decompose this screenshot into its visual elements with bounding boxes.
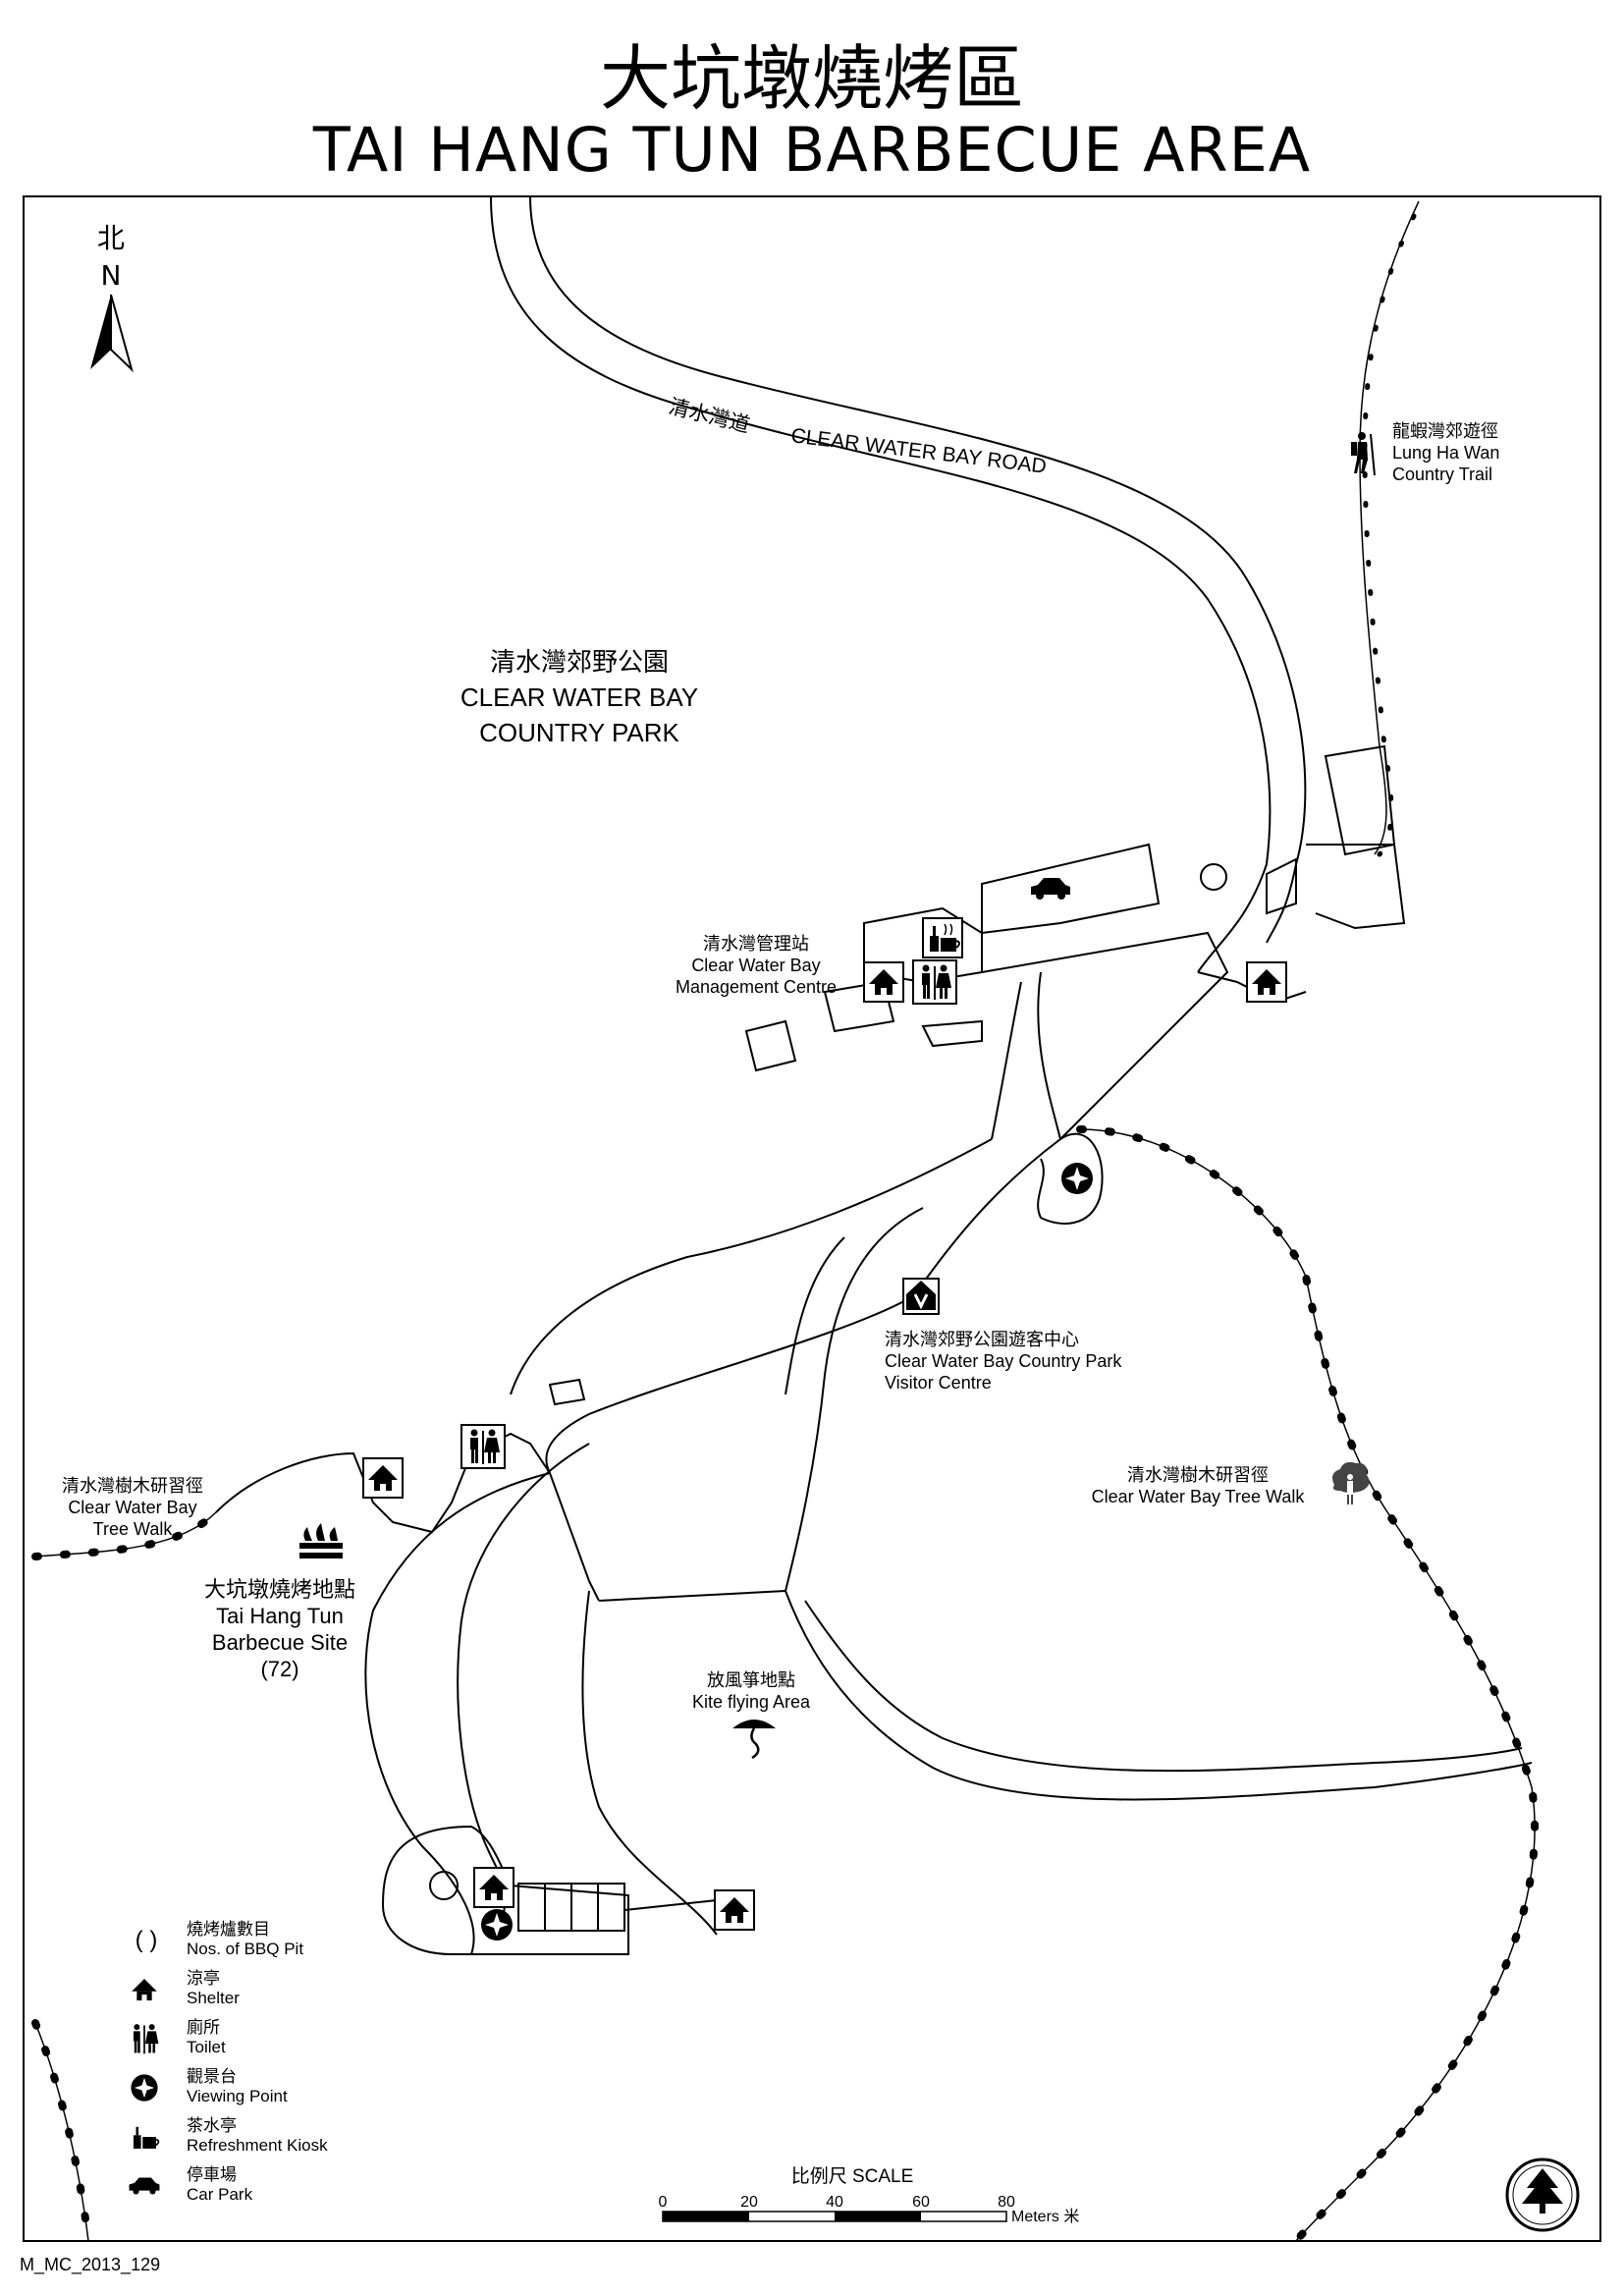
bbq-label-count: (72)	[260, 1657, 299, 1681]
shelter-icon	[714, 1889, 755, 1931]
bbq-label-en1: Tai Hang Tun	[216, 1604, 344, 1628]
legend-label-cn: 觀景台	[187, 2067, 237, 2086]
legend-label-en: Nos. of BBQ Pit	[187, 1940, 304, 1958]
park-label-en1: CLEAR WATER BAY	[460, 683, 699, 712]
afcd-logo-icon	[1505, 2158, 1580, 2232]
road-label-cn: 清水灣道	[667, 396, 752, 438]
park-label: 清水灣郊野公園 CLEAR WATER BAY COUNTRY PARK	[412, 644, 746, 750]
tree-walk-trail	[31, 1125, 1540, 2245]
tree-walk-left-label: 清水灣樹木研習徑 Clear Water Bay Tree Walk	[29, 1475, 236, 1540]
viewing-point-icon	[481, 1909, 513, 1941]
scale-bar: 0 20 40 60 80 Meters 米 比例尺 SCALE	[659, 2165, 1080, 2225]
north-arrow-icon: 北 N	[90, 222, 134, 373]
kite-icon	[731, 1718, 778, 1760]
visitor-centre-icon	[901, 1277, 941, 1316]
map-code: M_MC_2013_129	[20, 2255, 161, 2274]
kite-label-en: Kite flying Area	[691, 1692, 811, 1712]
viewing-point-icon	[1061, 1163, 1093, 1194]
legend-label-en: Toilet	[187, 2038, 226, 2056]
tree-walk-right-label: 清水灣樹木研習徑 Clear Water Bay Tree Walk	[1070, 1464, 1326, 1507]
toilet-icon	[460, 1424, 506, 1469]
footpaths	[364, 931, 1533, 1955]
map-frame	[23, 195, 1601, 2242]
hiker-icon	[1350, 431, 1376, 476]
viewing-point-icon	[131, 2074, 158, 2102]
park-label-en2: COUNTRY PARK	[479, 718, 679, 747]
treewalk-left-cn: 清水灣樹木研習徑	[62, 1476, 203, 1496]
treewalk-left-en1: Clear Water Bay	[68, 1498, 197, 1517]
legend-label-en: Refreshment Kiosk	[187, 2136, 328, 2155]
lung-ha-wan-trail-label: 龍蝦灣郊遊徑 Lung Ha Wan Country Trail	[1392, 420, 1499, 485]
toilet-icon	[912, 959, 957, 1005]
legend-label-cn: 停車場	[187, 2165, 237, 2184]
trail-label-cn: 龍蝦灣郊遊徑	[1392, 421, 1498, 441]
shelter-icon	[362, 1457, 404, 1499]
visitor-label-en1: Clear Water Bay Country Park	[885, 1351, 1122, 1371]
management-centre-label: 清水灣管理站 Clear Water Bay Management Centre	[638, 933, 874, 998]
mgmt-label-en2: Management Centre	[675, 977, 838, 997]
park-label-cn: 清水灣郊野公園	[489, 647, 669, 677]
legend-label-en: Shelter	[187, 1989, 240, 2007]
car-park-area	[981, 744, 1406, 1004]
legend-label-cn: 涼亭	[187, 1969, 220, 1988]
visitor-label-cn: 清水灣郊野公園遊客中心	[885, 1330, 1079, 1349]
scale-title: 比例尺 SCALE	[791, 2165, 914, 2187]
scale-tick: 60	[912, 2194, 930, 2211]
car-park-icon	[129, 2177, 160, 2195]
scale-tick: 0	[659, 2194, 668, 2211]
mgmt-label-en1: Clear Water Bay	[691, 956, 821, 975]
refreshment-kiosk-icon	[133, 2126, 160, 2149]
map-title-english: TAI HANG TUN BARBECUE AREA	[312, 114, 1312, 186]
scale-tick: 80	[998, 2194, 1015, 2211]
north-label-cn: 北	[97, 222, 125, 254]
map-title-chinese: 大坑墩燒烤區	[599, 37, 1024, 120]
bbq-count-icon: ( )	[135, 1927, 158, 1953]
treewalk-right-en1: Clear Water Bay Tree Walk	[1091, 1487, 1305, 1506]
visitor-centre-label: 清水灣郊野公園遊客中心 Clear Water Bay Country Park…	[885, 1329, 1121, 1394]
viewing-point-area	[1037, 1132, 1104, 1225]
kite-area-label: 放風箏地點 Kite flying Area	[638, 1669, 864, 1713]
legend-label-cn: 廁所	[187, 2018, 220, 2037]
scale-tick: 20	[740, 2194, 758, 2211]
treewalk-right-cn: 清水灣樹木研習徑	[1127, 1465, 1269, 1485]
north-label-en: N	[101, 259, 122, 292]
visitor-label-en2: Visitor Centre	[885, 1373, 992, 1393]
lung-ha-wan-trail	[1359, 200, 1420, 857]
scale-unit: Meters 米	[1011, 2208, 1079, 2225]
shelter-icon	[132, 1978, 157, 2001]
bbq-label-en2: Barbecue Site	[211, 1630, 349, 1655]
trail-label-en1: Lung Ha Wan	[1392, 443, 1500, 463]
car-park-icon	[1031, 878, 1070, 900]
lower-viewing-area	[381, 1825, 718, 1955]
treewalk-left-en2: Tree Walk	[92, 1519, 173, 1539]
refreshment-kiosk-icon	[922, 917, 963, 958]
clear-water-bay-road	[490, 195, 1307, 973]
legend-label-cn: 茶水亭	[187, 2116, 237, 2135]
mgmt-label-cn: 清水灣管理站	[703, 934, 809, 954]
bbq-site-icon	[299, 1523, 343, 1558]
shelter-icon	[473, 1867, 514, 1908]
legend-label-cn: 燒烤爐數目	[187, 1920, 270, 1939]
bbq-site-area	[215, 1378, 586, 1534]
tree-walk-icon	[1332, 1461, 1370, 1504]
shelter-icon	[1246, 961, 1287, 1003]
scale-tick: 40	[826, 2194, 843, 2211]
trail-label-en2: Country Trail	[1392, 465, 1493, 484]
road-label-en: CLEAR WATER BAY ROAD	[789, 424, 1048, 478]
legend-label-en: Car Park	[187, 2185, 253, 2204]
kite-label-cn: 放風箏地點	[707, 1670, 795, 1690]
bbq-site-label: 大坑墩燒烤地點 Tai Hang Tun Barbecue Site (72)	[167, 1576, 393, 1682]
toilet-icon	[133, 2024, 159, 2054]
bbq-label-cn: 大坑墩燒烤地點	[203, 1577, 355, 1602]
legend-label-en: Viewing Point	[187, 2087, 288, 2105]
